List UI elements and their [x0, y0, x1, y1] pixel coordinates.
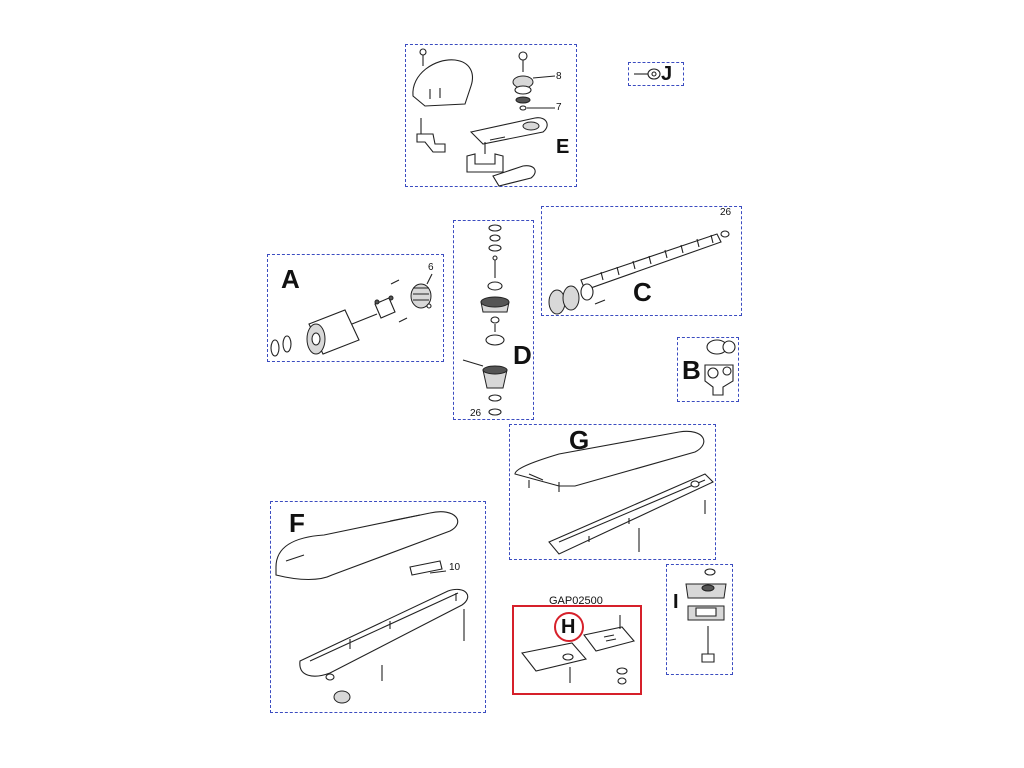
group-b-box: [677, 337, 739, 402]
callout-e-7: 7: [556, 102, 562, 113]
group-c-worm-screw: [548, 230, 730, 315]
group-b-fork: [704, 339, 736, 396]
group-g-box: [509, 424, 716, 560]
label-h: H: [561, 616, 576, 638]
group-d-box: [453, 220, 534, 420]
label-b: B: [682, 355, 701, 385]
group-i-fixing-kit: [685, 568, 727, 663]
callout-c-26: 26: [720, 207, 732, 218]
group-c-box: [541, 206, 742, 316]
group-a-motor: [270, 273, 433, 357]
group-a-box: [267, 254, 444, 362]
label-j: J: [661, 63, 673, 85]
callout-e-8: 8: [556, 71, 562, 82]
group-e-box: [405, 44, 577, 187]
label-g: G: [569, 425, 590, 455]
callout-a-6: 6: [428, 262, 434, 273]
callout-d-26: 26: [470, 408, 482, 419]
group-f-box: [270, 501, 486, 713]
group-e-parts: [412, 48, 556, 187]
group-h-box: [512, 605, 642, 695]
label-i: I: [673, 591, 679, 613]
callout-f-10: 10: [449, 562, 461, 573]
group-h-plates: [521, 615, 635, 685]
group-j-box: [628, 62, 684, 86]
label-c: C: [633, 277, 652, 307]
group-f-housing: [275, 511, 469, 704]
group-i-box: [666, 564, 733, 675]
group-d-gear-stack: [462, 224, 510, 416]
label-h-code: GAP02500: [549, 595, 603, 607]
label-h-circle: [554, 612, 584, 642]
label-a: A: [281, 264, 300, 294]
label-f: F: [289, 508, 305, 538]
group-g-cover-and-base: [514, 430, 714, 555]
group-j-key: [634, 68, 661, 80]
label-e: E: [556, 136, 570, 158]
label-d: D: [513, 340, 532, 370]
